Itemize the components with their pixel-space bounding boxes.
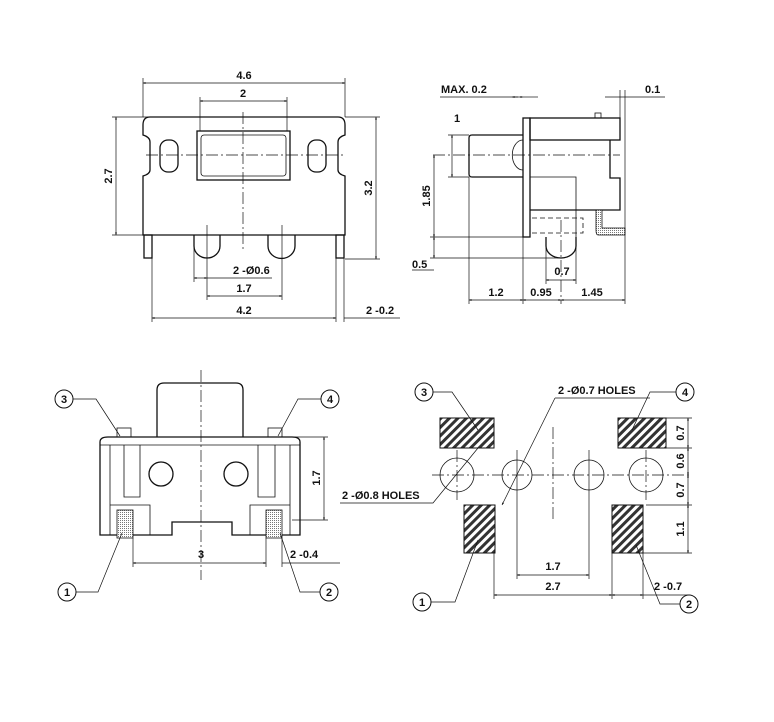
right-post <box>267 235 296 260</box>
callout-2 <box>319 582 339 602</box>
post-right <box>223 461 249 487</box>
side-view: MAX. 0.2 0.1 1 1.85 0.5 0.7 1.2 0.95 1.4… <box>412 84 665 304</box>
body-top <box>529 117 621 141</box>
dim-total-height: 3.2 <box>363 180 375 195</box>
dim-hole-pitch: 1.7 <box>545 561 560 573</box>
right-slot <box>307 139 327 173</box>
label-large-holes: 2 -Ø0.8 HOLES <box>342 490 420 502</box>
svg-text:2: 2 <box>686 599 692 611</box>
dim-pad-pitch: 2.7 <box>545 581 560 593</box>
pad-3 <box>439 417 495 449</box>
flange <box>522 117 531 238</box>
front-view: 4.6 2 2.7 3.2 2 -Ø0.6 1.7 4.2 2 -0.2 <box>103 70 400 322</box>
bottom-view: 1.7 3 2 -0.4 3 4 1 2 <box>54 370 340 602</box>
dim-hole-gap: 0.6 <box>675 453 687 468</box>
callout-1 <box>57 582 77 602</box>
callout-4 <box>320 389 340 409</box>
svg-text:3: 3 <box>421 387 427 399</box>
pad-2 <box>611 504 644 554</box>
dim-pad-top: 0.7 <box>675 425 687 440</box>
dim-pin-span: 4.2 <box>236 305 251 317</box>
dim-pad-bottom: 1.1 <box>675 521 687 536</box>
post-left <box>148 461 174 487</box>
terminal-1 <box>116 509 134 539</box>
left-pin <box>143 234 153 259</box>
dim-terminal-width: 2 -0.4 <box>290 549 319 561</box>
dim-pin-offset: 0.5 <box>412 259 427 271</box>
dim-window-width: 2 <box>240 88 246 100</box>
dim-actuator-height: 1 <box>454 113 460 125</box>
dim-pin-hole: 2 -Ø0.6 <box>233 265 270 277</box>
svg-text:3: 3 <box>61 394 67 406</box>
actuator <box>156 382 244 437</box>
dim-pad-to-center: 0.7 <box>675 482 687 497</box>
svg-text:1: 1 <box>64 587 70 599</box>
dim-pad-width: 2 -0.7 <box>654 581 682 593</box>
svg-text:4: 4 <box>327 394 334 406</box>
callout-3 <box>54 389 74 409</box>
actuator <box>468 134 523 178</box>
svg-text:2: 2 <box>326 587 332 599</box>
dim-max-gap: MAX. 0.2 <box>441 84 487 96</box>
right-pin <box>335 234 345 259</box>
dim-body-height: 2.7 <box>103 168 115 183</box>
callout-2 <box>679 594 699 614</box>
callout-1 <box>412 592 432 612</box>
left-slot <box>159 139 179 173</box>
svg-text:1: 1 <box>419 597 425 609</box>
terminal <box>595 209 626 236</box>
dim-terminal-gap: 0.1 <box>645 84 660 96</box>
dim-pin-to-back: 1.45 <box>581 287 602 299</box>
dim-actuator-length: 1.2 <box>488 287 503 299</box>
switch-body-outline <box>142 116 346 236</box>
dim-center-height: 1.85 <box>421 185 433 206</box>
callout-4 <box>675 382 695 402</box>
dim-pin-width: 2 -0.2 <box>366 305 394 317</box>
pcb-layout: 2 -Ø0.7 HOLES 2 -Ø0.8 HOLES 0.7 0.6 0.7 … <box>340 382 699 614</box>
dim-pin-dia: 0.7 <box>554 266 569 278</box>
pad-1 <box>463 504 496 554</box>
dim-width-total: 4.6 <box>236 70 251 82</box>
actuator-window <box>196 130 291 181</box>
terminal-2 <box>265 509 283 539</box>
callout-3 <box>414 382 434 402</box>
dim-pin-pitch: 1.7 <box>236 283 251 295</box>
label-small-holes: 2 -Ø0.7 HOLES <box>558 385 636 397</box>
svg-text:4: 4 <box>682 387 689 399</box>
dim-terminal-pitch: 3 <box>198 549 204 561</box>
pad-4 <box>617 417 667 449</box>
dim-body-height: 1.7 <box>311 470 323 485</box>
dim-flange-to-pin: 0.95 <box>530 287 551 299</box>
